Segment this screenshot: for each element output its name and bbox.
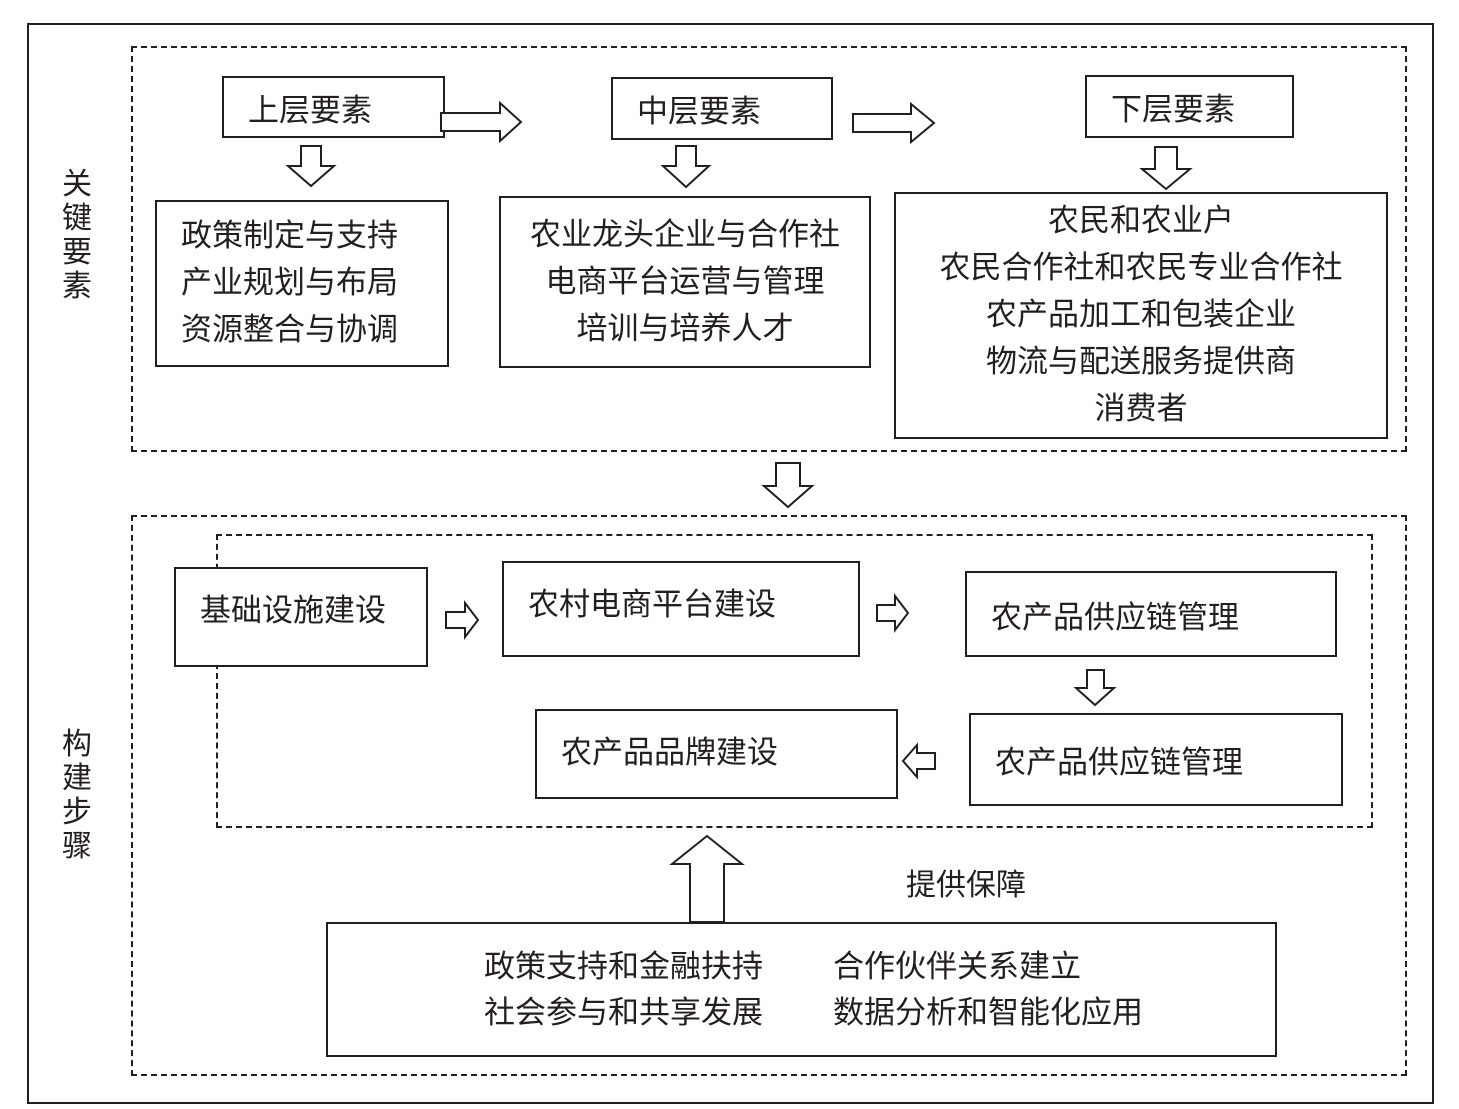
support-label: 提供保障 (906, 868, 1026, 903)
arrow-right-icon (445, 600, 480, 640)
upper-item: 政策制定与支持 (181, 218, 398, 254)
arrow-right-icon (876, 593, 910, 633)
lower-item: 农产品加工和包装企业 (986, 297, 1296, 333)
support-item: 数据分析和智能化应用 (833, 994, 1143, 1031)
arrow-up-icon (669, 834, 745, 923)
support-item: 合作伙伴关系建立 (833, 948, 1081, 985)
step-infrastructure: 基础设施建设 (174, 567, 428, 667)
steps-inner-section (216, 534, 1373, 828)
middle-item: 农业龙头企业与合作社 (530, 216, 840, 253)
step-platform: 农村电商平台建设 (502, 561, 860, 657)
arrow-right-icon (440, 100, 523, 144)
arrow-down-icon (660, 145, 712, 189)
middle-layer-title: 中层要素 (611, 77, 833, 140)
upper-item: 资源整合与协调 (181, 312, 398, 348)
lower-layer-title: 下层要素 (1085, 75, 1294, 138)
support-row-1: 政策支持和金融扶持 合作伙伴关系建立 (484, 944, 1275, 990)
outer-frame (27, 23, 1434, 1104)
key-elements-section (131, 46, 1407, 452)
middle-item: 培训与培养人才 (576, 310, 794, 347)
construction-steps-section (131, 515, 1407, 1076)
lower-item: 物流与配送服务提供商 (986, 344, 1296, 380)
lower-layer-items: 农民和农业户 农民合作社和农民专业合作社 农产品加工和包装企业 物流与配送服务提… (894, 192, 1388, 439)
arrow-left-icon (901, 742, 936, 780)
lower-item: 农民合作社和农民专业合作社 (939, 250, 1343, 286)
arrow-down-icon (1139, 146, 1193, 191)
lower-item: 消费者 (1094, 391, 1188, 427)
support-item: 社会参与和共享发展 (484, 994, 763, 1031)
upper-layer-items: 政策制定与支持 产业规划与布局 资源整合与协调 (155, 200, 449, 367)
side-label-construction-steps: 构 建 步 骤 (62, 727, 92, 864)
arrow-down-icon (761, 462, 815, 509)
support-row-2: 社会参与和共享发展 数据分析和智能化应用 (484, 990, 1275, 1036)
middle-item: 电商平台运营与管理 (545, 263, 825, 300)
support-item: 政策支持和金融扶持 (484, 948, 763, 985)
arrow-down-icon (285, 145, 337, 188)
step-supply-chain-1: 农产品供应链管理 (965, 571, 1337, 657)
step-brand: 农产品品牌建设 (535, 709, 898, 799)
arrow-right-icon (852, 101, 936, 145)
step-supply-chain-2: 农产品供应链管理 (969, 713, 1343, 806)
arrow-down-icon (1073, 669, 1117, 707)
middle-layer-items: 农业龙头企业与合作社 电商平台运营与管理 培训与培养人才 (499, 196, 871, 368)
side-label-key-elements: 关 键 要 素 (62, 167, 92, 304)
lower-item: 农民和农业户 (1048, 203, 1234, 239)
upper-item: 产业规划与布局 (181, 265, 398, 301)
support-box: 政策支持和金融扶持 合作伙伴关系建立 社会参与和共享发展 数据分析和智能化应用 (326, 922, 1277, 1057)
upper-layer-title: 上层要素 (222, 76, 445, 138)
